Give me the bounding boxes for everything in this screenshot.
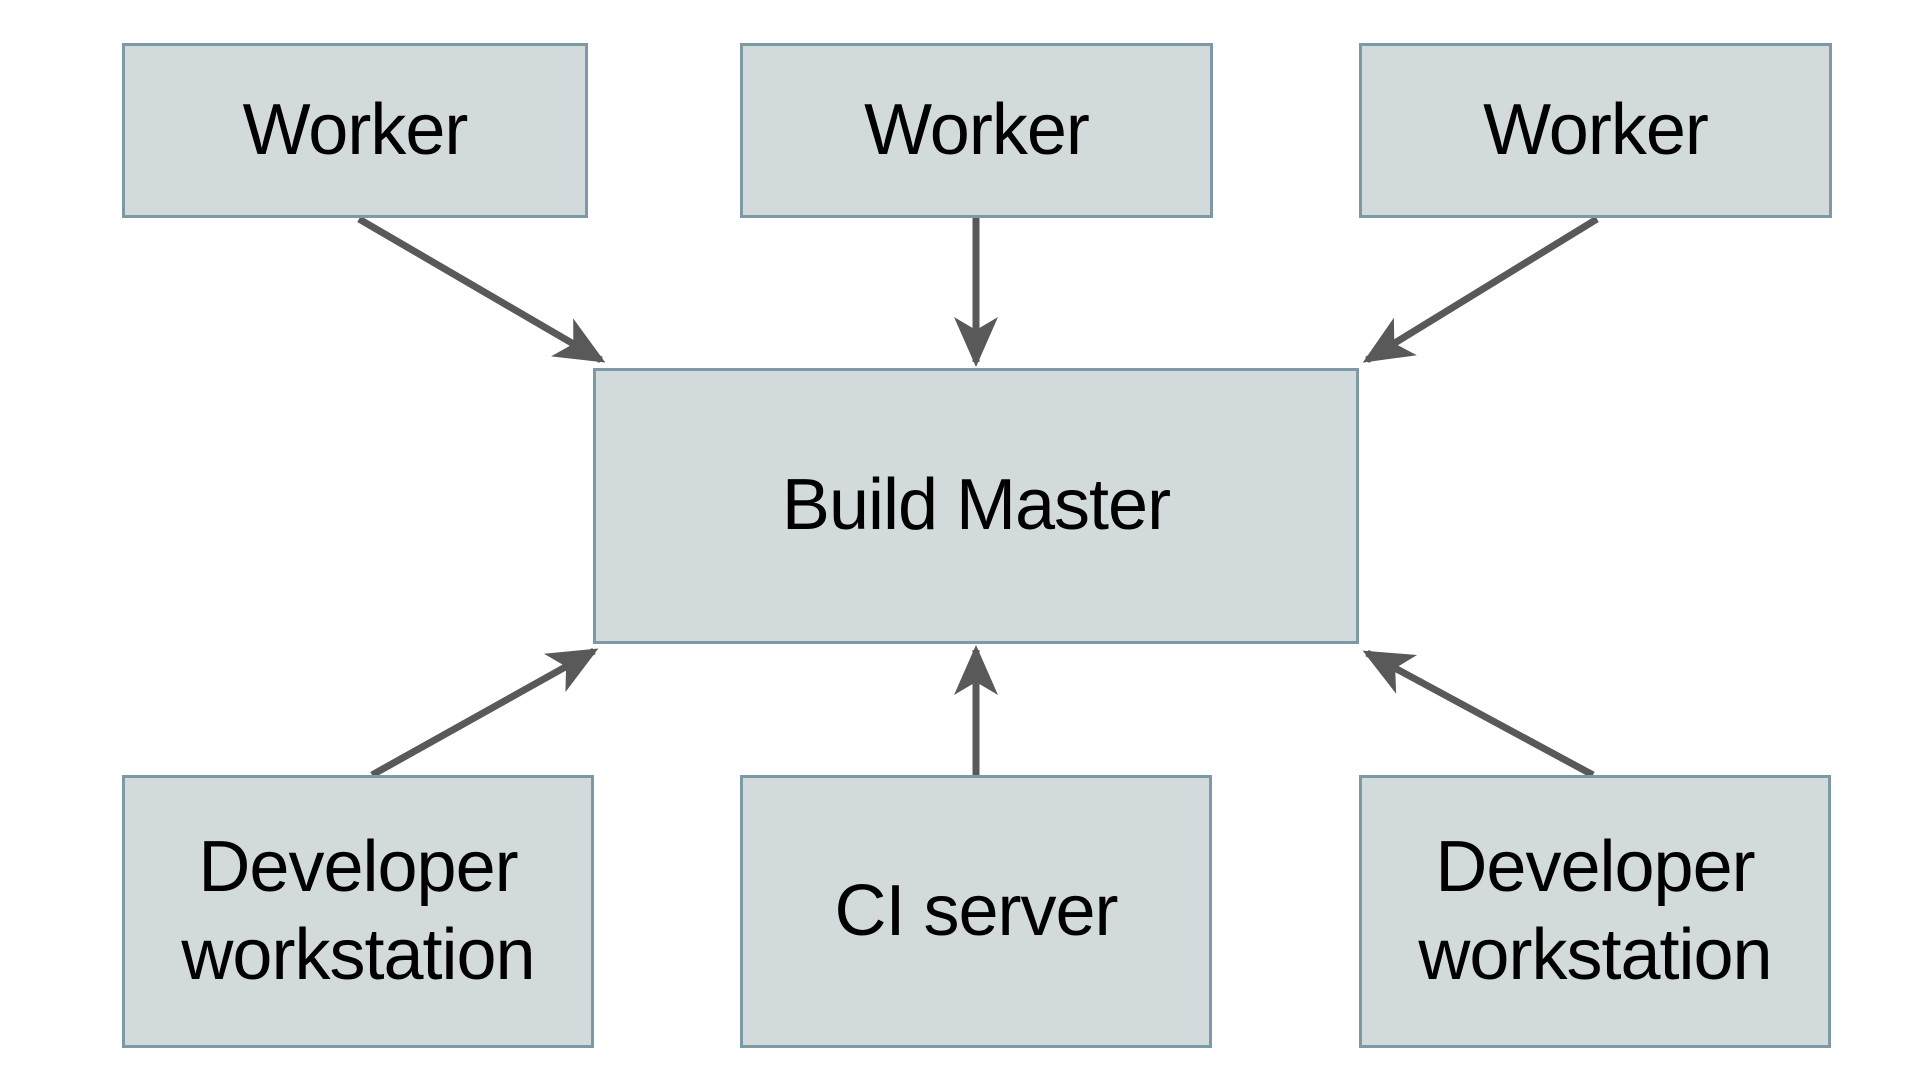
node-developer-workstation-right: Developer workstation xyxy=(1359,775,1831,1048)
node-worker-1-label: Worker xyxy=(242,89,469,170)
node-worker-2: Worker xyxy=(740,43,1213,218)
node-worker-3-label: Worker xyxy=(1483,89,1709,170)
node-worker-3: Worker xyxy=(1359,43,1832,218)
edge-worker3-to-buildmaster xyxy=(1362,216,1599,363)
node-ci-server: CI server xyxy=(740,775,1212,1048)
node-developer-workstation-right-label: Developer workstation xyxy=(1418,826,1772,995)
node-build-master-label: Build Master xyxy=(781,465,1171,546)
edge-devleft-to-buildmaster xyxy=(370,647,599,779)
edge-devright-to-buildmaster xyxy=(1362,649,1595,779)
node-developer-workstation-left-label: Developer workstation xyxy=(181,826,535,995)
node-worker-2-label: Worker xyxy=(864,89,1090,170)
node-developer-workstation-left: Developer workstation xyxy=(122,775,594,1048)
node-build-master: Build Master xyxy=(593,368,1359,644)
node-ci-server-label: CI server xyxy=(834,870,1118,951)
edge-worker1-to-buildmaster xyxy=(357,215,606,364)
node-worker-1: Worker xyxy=(122,43,588,218)
